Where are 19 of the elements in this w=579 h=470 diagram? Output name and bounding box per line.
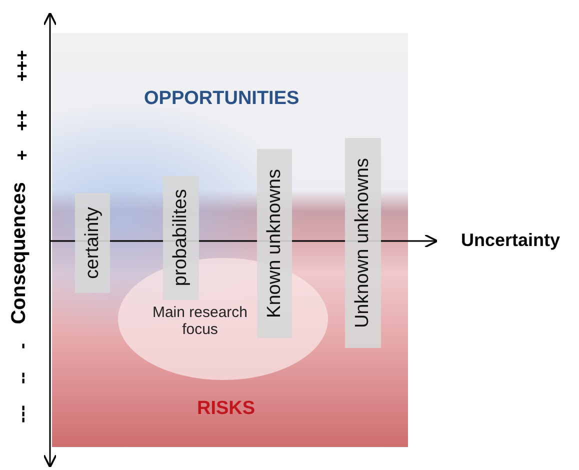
- label-box: [257, 149, 292, 338]
- axis-tick-label: ++: [12, 110, 33, 132]
- box-label: Unknown unknowns: [352, 158, 374, 328]
- box-label: certainty: [82, 207, 104, 279]
- region-title: RISKS: [197, 398, 256, 420]
- label-box: [75, 193, 110, 293]
- axis-tick-label: ---: [12, 405, 33, 423]
- axis-title: Uncertainty: [461, 230, 560, 251]
- region-title: OPPORTUNITIES: [144, 88, 300, 110]
- axis-tick-label: +: [12, 150, 33, 161]
- label-box: [345, 138, 381, 348]
- ellipse-label: Main research focus: [151, 304, 249, 338]
- label-box: [163, 176, 199, 300]
- axis-tick-label: --: [12, 372, 33, 384]
- axis-tick-label: -: [12, 343, 33, 349]
- box-label: Known unknowns: [264, 169, 286, 318]
- box-label: probabilites: [170, 189, 192, 287]
- axis-title: Consequences: [8, 182, 31, 324]
- axis-tick-label: +++: [12, 50, 33, 82]
